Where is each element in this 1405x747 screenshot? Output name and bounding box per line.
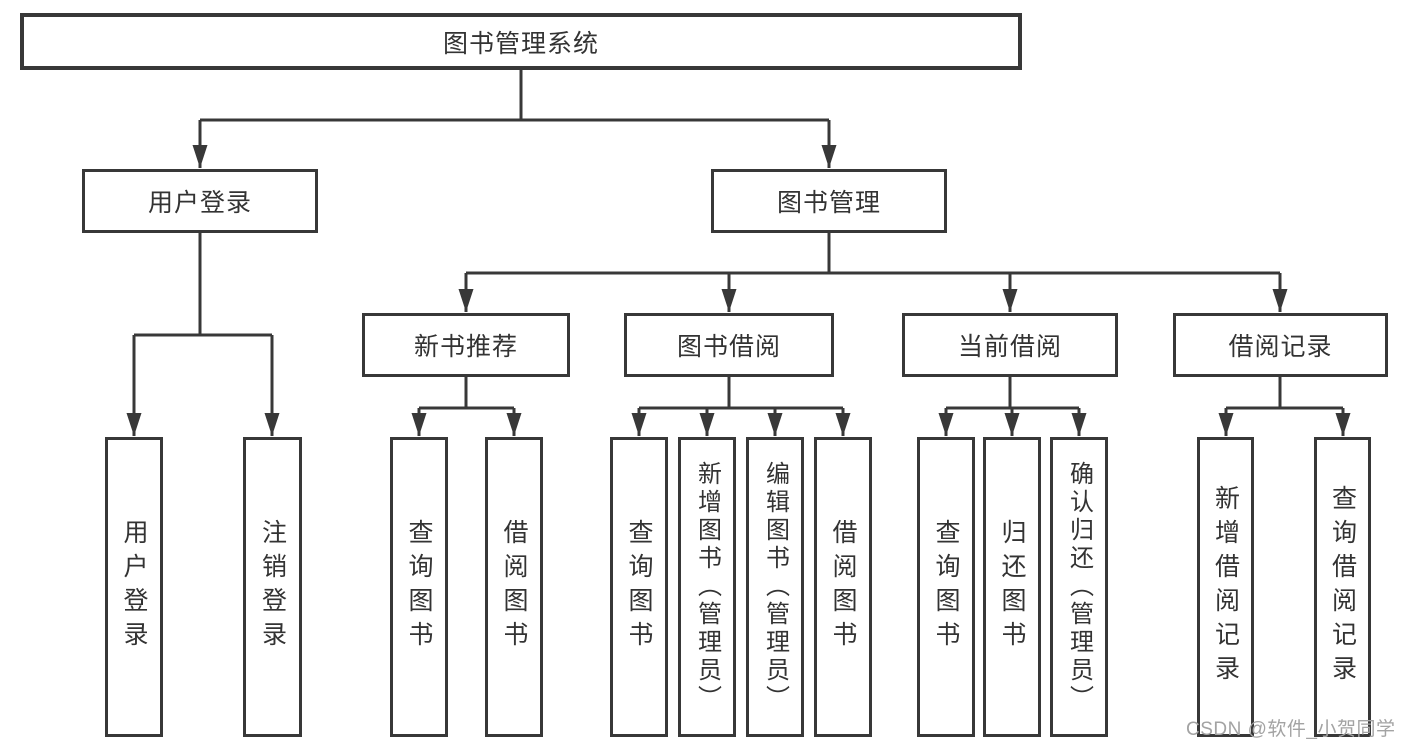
connector-book-borrow: [639, 377, 843, 410]
leaf-br-query-record: 查询借阅记录: [1314, 437, 1371, 737]
leaf-logout-label: 注销登录: [258, 519, 287, 655]
node-user-login: 用户登录: [82, 169, 318, 233]
node-current-borrow-label: 当前借阅: [957, 333, 1062, 361]
leaf-cb-query-books-label: 查询图书: [932, 519, 960, 655]
leaf-nb-borrow-books: 借阅图书: [485, 437, 543, 737]
leaf-br-query-record-label: 查询借阅记录: [1328, 485, 1357, 689]
leaf-bb-add-books: 新增图书（管理员）: [678, 437, 736, 737]
leaf-bb-borrow-books: 借阅图书: [814, 437, 872, 737]
leaf-cb-confirm-return-label: 确认归还（管理员）: [1065, 461, 1093, 713]
node-system: 图书管理系统: [20, 13, 1022, 70]
leaf-login-label: 用户登录: [120, 519, 148, 655]
csdn-watermark: CSDN @软件_小贺同学: [1186, 719, 1396, 740]
leaf-cb-return-books-label: 归还图书: [998, 519, 1026, 655]
node-book-borrow-label: 图书借阅: [676, 333, 781, 361]
leaf-nb-query-books: 查询图书: [390, 437, 448, 737]
leaf-bb-query-books-label: 查询图书: [625, 519, 653, 655]
connector-root: [200, 70, 829, 122]
connector-user-login: [134, 233, 272, 337]
connector-new-books: [419, 377, 514, 410]
leaf-cb-query-books: 查询图书: [917, 437, 975, 737]
leaf-bb-edit-books: 编辑图书（管理员）: [746, 437, 804, 737]
leaf-bb-query-books: 查询图书: [610, 437, 668, 737]
node-book-mgmt: 图书管理: [711, 169, 947, 233]
leaf-br-add-record: 新增借阅记录: [1197, 437, 1254, 737]
node-borrow-records-label: 借阅记录: [1228, 333, 1333, 361]
leaf-nb-query-books-label: 查询图书: [405, 519, 433, 655]
node-system-label: 图书管理系统: [442, 29, 599, 58]
connector-book-mgmt: [466, 233, 1280, 275]
node-borrow-records: 借阅记录: [1173, 313, 1388, 377]
leaf-cb-return-books: 归还图书: [983, 437, 1041, 737]
node-new-books: 新书推荐: [362, 313, 570, 377]
node-book-mgmt-label: 图书管理: [776, 189, 881, 217]
node-user-login-label: 用户登录: [147, 189, 252, 217]
leaf-bb-add-books-label: 新增图书（管理员）: [693, 461, 721, 713]
leaf-cb-confirm-return: 确认归还（管理员）: [1050, 437, 1108, 737]
leaf-login: 用户登录: [105, 437, 163, 737]
connector-current-borrow: [946, 377, 1079, 410]
connector-borrow-records: [1226, 377, 1343, 410]
leaf-logout: 注销登录: [243, 437, 302, 737]
leaf-bb-borrow-books-label: 借阅图书: [829, 519, 857, 655]
node-current-borrow: 当前借阅: [902, 313, 1118, 377]
leaf-bb-edit-books-label: 编辑图书（管理员）: [761, 461, 789, 713]
leaf-br-add-record-label: 新增借阅记录: [1211, 485, 1240, 689]
leaf-nb-borrow-books-label: 借阅图书: [500, 519, 528, 655]
node-book-borrow: 图书借阅: [624, 313, 834, 377]
node-new-books-label: 新书推荐: [413, 333, 518, 361]
